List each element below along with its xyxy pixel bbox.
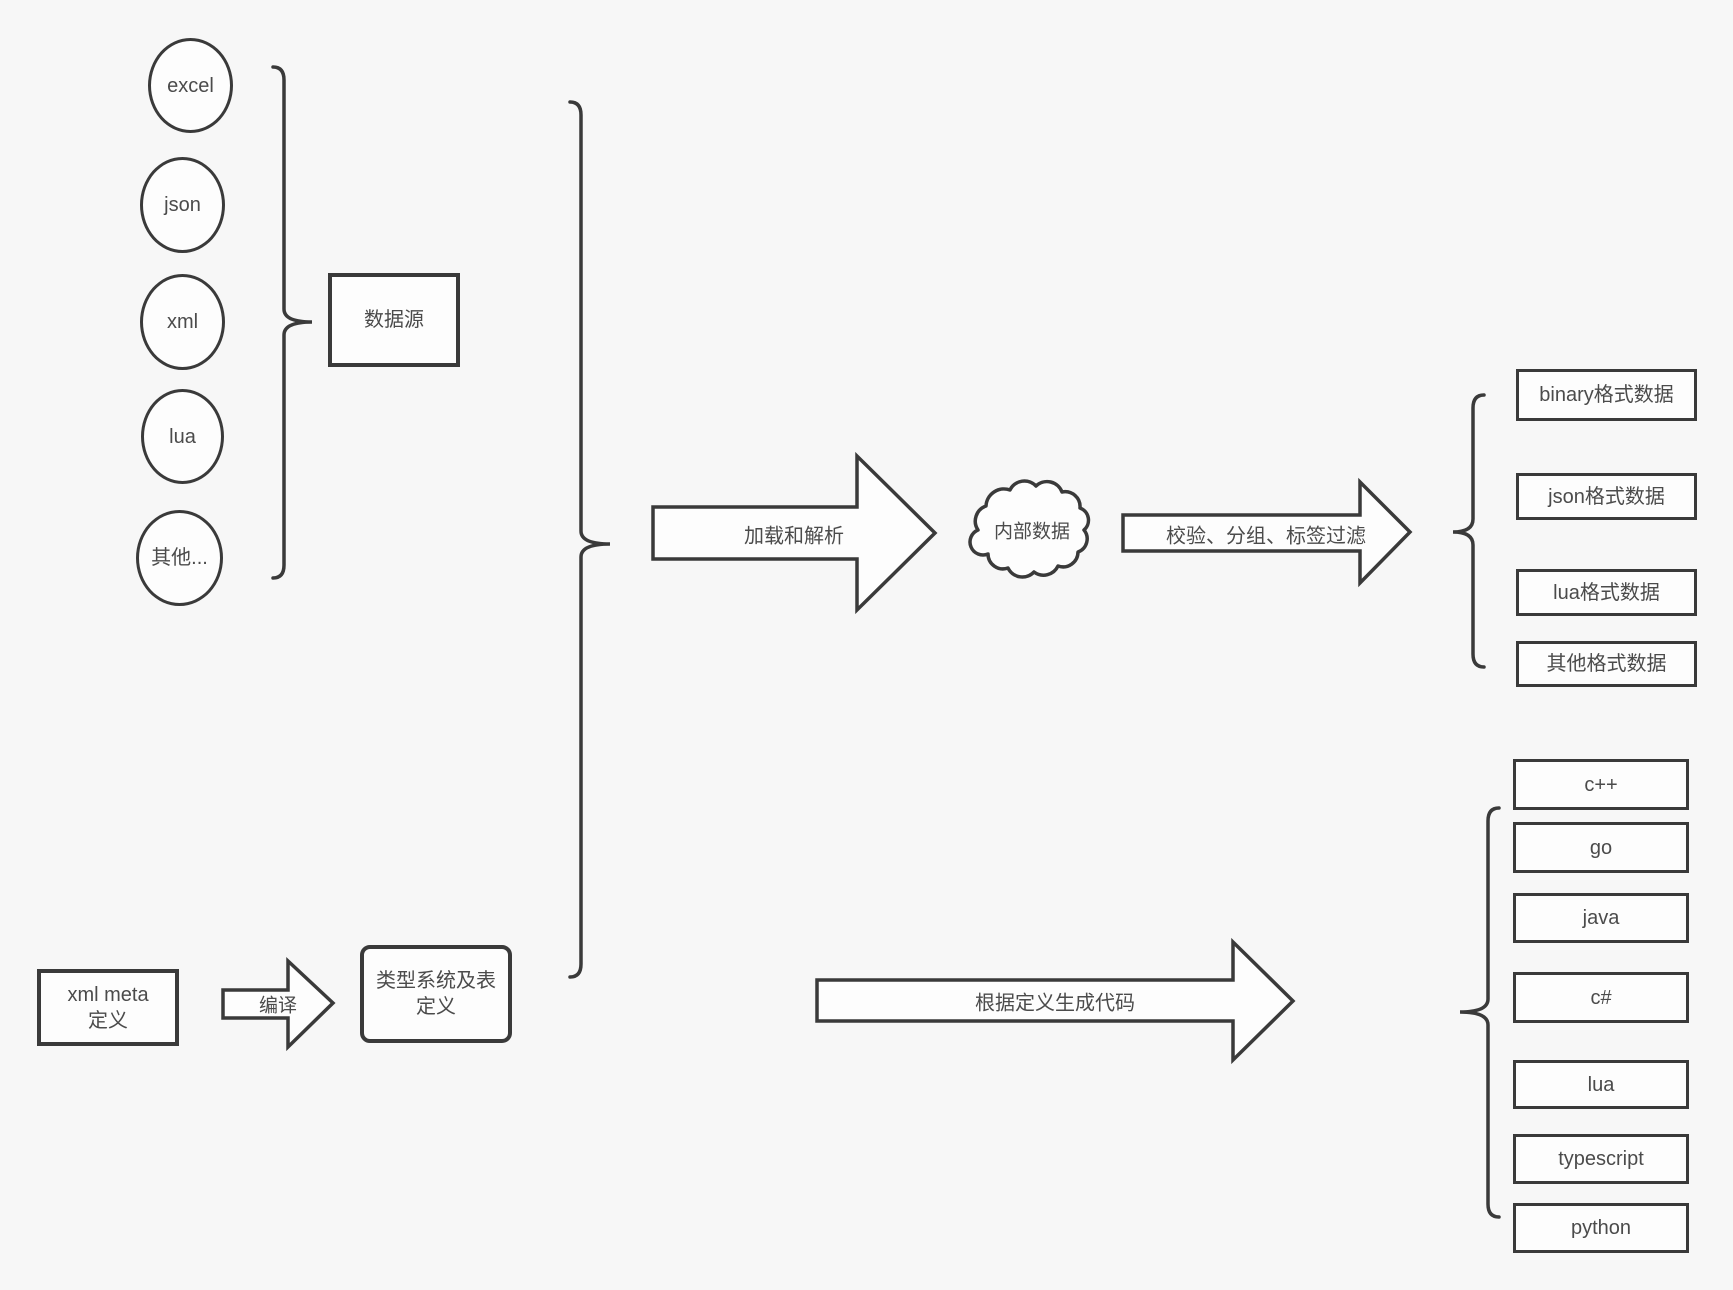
language-label: go <box>1589 836 1613 859</box>
format-box-binary: binary格式数据 <box>1516 369 1697 421</box>
language-box-cpp: c++ <box>1513 759 1689 810</box>
xml-meta-label: xml meta定义 <box>67 983 149 1032</box>
data-source-box: 数据源 <box>328 273 460 367</box>
type-system-label: 类型系统及表定义 <box>376 970 496 1018</box>
cloud-shape <box>968 479 1091 579</box>
generate-arrow-label: 根据定义生成代码 <box>975 992 1135 1015</box>
compile-arrow-label: 编译 <box>258 995 298 1017</box>
filter-arrow <box>1121 477 1413 588</box>
formats-brace <box>1452 393 1486 669</box>
source-label: json <box>164 194 201 216</box>
xml-meta-box: xml meta定义 <box>37 969 179 1046</box>
language-box-csharp: c# <box>1513 972 1689 1023</box>
type-system-box: 类型系统及表定义 <box>360 945 512 1043</box>
language-box-go: go <box>1513 822 1689 873</box>
internal-data-label: 内部数据 <box>993 521 1071 543</box>
format-label: 其他格式数据 <box>1546 653 1667 675</box>
load-arrow-label: 加载和解析 <box>744 525 844 548</box>
source-node-xml: xml <box>140 274 225 370</box>
language-label: c++ <box>1584 773 1618 796</box>
source-node-lua: lua <box>141 389 224 484</box>
languages-brace <box>1459 806 1501 1219</box>
format-box-lua: lua格式数据 <box>1516 569 1697 616</box>
language-label: lua <box>1587 1073 1615 1096</box>
language-label: java <box>1582 907 1620 929</box>
source-node-other: 其他... <box>136 510 223 606</box>
format-box-json: json格式数据 <box>1516 473 1697 520</box>
source-node-excel: excel <box>148 38 233 133</box>
language-label: c# <box>1590 986 1612 1009</box>
language-label: typescript <box>1558 1148 1644 1170</box>
source-node-json: json <box>140 157 225 253</box>
language-box-python: python <box>1513 1203 1689 1253</box>
format-label: lua格式数据 <box>1553 581 1660 604</box>
generate-arrow <box>815 937 1296 1065</box>
sources-brace <box>271 65 313 580</box>
language-box-typescript: typescript <box>1513 1134 1689 1184</box>
compile-arrow <box>221 956 336 1052</box>
data-source-label: 数据源 <box>364 309 424 331</box>
language-box-java: java <box>1513 893 1689 943</box>
source-label: 其他... <box>151 547 208 569</box>
inputs-brace <box>568 100 611 979</box>
format-box-other: 其他格式数据 <box>1516 641 1697 687</box>
language-box-lua: lua <box>1513 1060 1689 1109</box>
load-arrow <box>651 451 938 615</box>
source-label: excel <box>167 74 214 97</box>
language-label: python <box>1570 1217 1632 1239</box>
filter-arrow-label: 校验、分组、标签过滤 <box>1166 525 1366 548</box>
format-label: binary格式数据 <box>1539 384 1674 406</box>
source-label: xml <box>166 311 199 333</box>
format-label: json格式数据 <box>1548 485 1665 508</box>
source-label: lua <box>169 425 196 448</box>
